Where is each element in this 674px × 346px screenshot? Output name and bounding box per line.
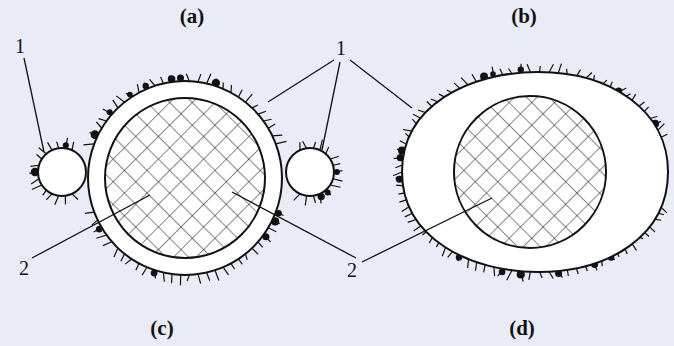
texture-tick — [116, 96, 124, 102]
texture-tick — [72, 194, 78, 200]
conductor-core — [454, 96, 606, 248]
texture-tick — [268, 124, 275, 128]
texture-tick — [114, 248, 118, 257]
texture-tick — [198, 274, 201, 284]
texture-tick — [529, 272, 531, 280]
figure-label: (d) — [509, 318, 535, 339]
figure-label: (a) — [180, 6, 205, 27]
texture-tick — [303, 141, 307, 148]
texture-tick — [180, 275, 181, 285]
texture-tick — [294, 194, 300, 201]
texture-tick — [231, 263, 235, 269]
texture-tick — [163, 273, 165, 282]
texture-tick — [500, 69, 503, 75]
oval-layer — [402, 72, 668, 272]
callout-number: 1 — [15, 36, 25, 56]
texture-tick — [223, 267, 228, 275]
texture-tick — [507, 270, 512, 280]
texture-tick — [57, 142, 59, 149]
texture-tick — [37, 154, 42, 159]
texture-tick — [333, 179, 342, 181]
small-wire — [286, 148, 334, 196]
texture-tick — [72, 142, 74, 150]
texture-tick — [136, 263, 139, 270]
texture-tick — [32, 185, 42, 190]
callout-number: 2 — [19, 258, 29, 278]
texture-tick — [258, 242, 263, 247]
callout-number: 1 — [336, 38, 346, 58]
texture-tick — [65, 196, 66, 205]
figure-label: (b) — [511, 6, 537, 27]
texture-tick — [83, 143, 94, 145]
conductor-core — [105, 98, 265, 258]
leader-lines — [24, 58, 492, 262]
texture-tick — [268, 228, 276, 232]
texture-tick — [333, 164, 340, 166]
texture-tick — [493, 267, 495, 276]
texture-tick — [330, 185, 340, 187]
texture-tick — [330, 156, 339, 159]
texture-tick — [238, 90, 242, 97]
texture-tick — [484, 265, 486, 273]
texture-tick — [150, 79, 155, 85]
texture-tick — [39, 148, 47, 154]
texture-tick — [186, 74, 189, 81]
texture-tick — [245, 94, 252, 102]
texture-tick — [272, 135, 282, 137]
texture-tick — [313, 196, 315, 203]
texture-tick — [527, 64, 530, 72]
texture-tick — [263, 119, 271, 121]
texture-tick — [103, 242, 112, 246]
texture-tick — [207, 273, 210, 281]
texture-tick — [161, 77, 164, 84]
texture-tick — [207, 74, 211, 84]
texture-tick — [215, 270, 219, 280]
texture-tick — [46, 194, 52, 200]
texture-tick — [171, 274, 173, 283]
texture-tick — [252, 248, 258, 254]
texture-tick — [125, 259, 131, 264]
texture-tick — [113, 100, 118, 108]
texture-tick — [48, 142, 52, 150]
texture-tick — [121, 254, 125, 261]
texture-tick — [142, 267, 147, 275]
callout-number: 2 — [347, 260, 357, 280]
texture-tick — [393, 172, 402, 176]
texture-tick — [55, 196, 59, 205]
figure-label: (c) — [150, 318, 173, 339]
texture-tick — [276, 141, 287, 144]
texture-tick — [99, 119, 107, 121]
small-wire — [38, 148, 86, 196]
texture-tick — [31, 179, 39, 184]
texture-tick — [96, 122, 101, 128]
texture-tick — [85, 212, 94, 213]
texture-tick — [137, 84, 139, 93]
texture-tick — [258, 111, 266, 114]
texture-tick — [96, 235, 106, 238]
texture-tick — [326, 147, 329, 154]
outer-layer — [88, 81, 282, 275]
ice-texture — [29, 64, 667, 286]
texture-tick — [305, 196, 306, 206]
texture-tick — [198, 74, 201, 82]
